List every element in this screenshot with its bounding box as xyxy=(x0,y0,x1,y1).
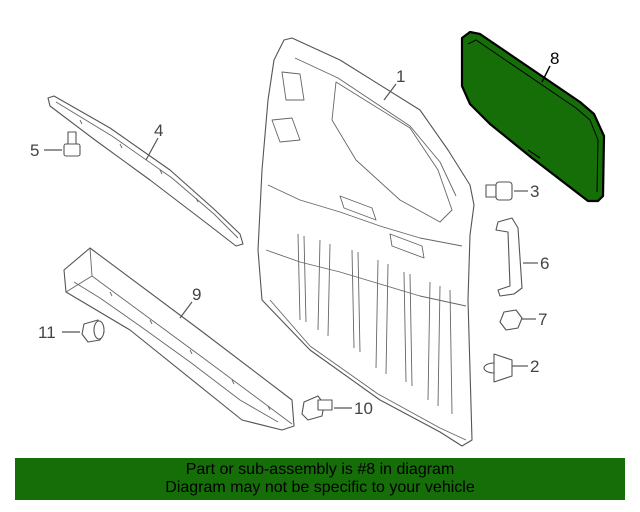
part-1-inner-panel[interactable] xyxy=(257,37,475,447)
part-2-clip[interactable] xyxy=(483,353,513,383)
part-10-bolt[interactable] xyxy=(301,395,333,421)
banner-line-2: Diagram may not be specific to your vehi… xyxy=(165,479,475,496)
leader-1 xyxy=(383,83,397,101)
part-7-grommet[interactable] xyxy=(499,309,523,331)
callout-7: 7 xyxy=(538,310,547,329)
callout-1: 1 xyxy=(396,67,405,86)
part-5-bolt[interactable] xyxy=(63,131,81,157)
part-8-highlighted[interactable] xyxy=(460,30,606,203)
leader-9 xyxy=(179,301,193,319)
part-11-bumper[interactable] xyxy=(81,319,105,343)
part-4-rail[interactable] xyxy=(47,95,244,247)
callout-9: 9 xyxy=(192,285,201,304)
info-banner: Part or sub-assembly is #8 in diagram Di… xyxy=(15,458,625,500)
callout-3: 3 xyxy=(530,182,539,201)
part-3-bolt[interactable] xyxy=(485,181,513,201)
leader-4 xyxy=(145,137,159,161)
callout-6: 6 xyxy=(540,254,549,273)
part-6-handle[interactable] xyxy=(495,217,523,297)
leader-8 xyxy=(541,65,551,83)
callout-5: 5 xyxy=(30,141,39,160)
callout-10: 10 xyxy=(354,399,373,418)
leader-lines xyxy=(44,65,551,409)
callout-2: 2 xyxy=(530,357,539,376)
callout-11: 11 xyxy=(38,323,56,342)
callout-8: 8 xyxy=(550,49,559,68)
banner-line-1: Part or sub-assembly is #8 in diagram xyxy=(185,461,455,478)
part-9-lower-rail[interactable] xyxy=(63,247,295,431)
callout-4: 4 xyxy=(154,121,163,140)
